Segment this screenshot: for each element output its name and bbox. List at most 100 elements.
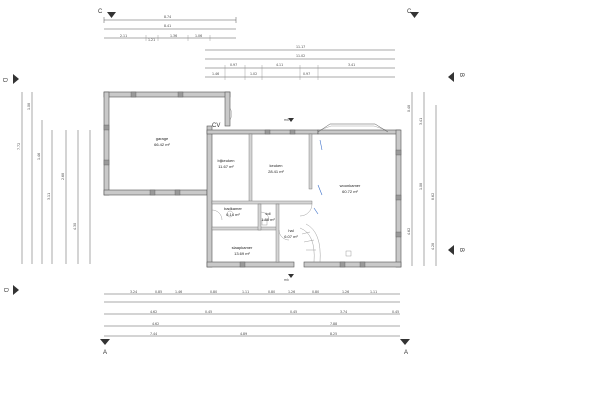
dim-left-0: 7.72 bbox=[17, 143, 21, 150]
dim-bottom2-2: 0.45 bbox=[290, 310, 297, 314]
dim-right-5: 4.28 bbox=[431, 243, 435, 250]
section-arrow-c-right bbox=[410, 12, 419, 18]
walls bbox=[103, 91, 402, 268]
dim-bottom2-1: 0.45 bbox=[205, 310, 212, 314]
dim-right-2: 4.62 bbox=[407, 228, 411, 235]
blue-annotation-2 bbox=[317, 184, 323, 196]
section-marker-a-right: A bbox=[404, 350, 408, 356]
section-arrow-c-left bbox=[107, 12, 116, 18]
section-marker-c-left: C bbox=[98, 9, 103, 15]
room-name-bijkeuken: bijkeuken bbox=[218, 158, 235, 163]
room-name-keuken: keuken bbox=[270, 163, 283, 168]
room-labels: garage 66.42 m² bijkeuken 11.67 m² keuke… bbox=[154, 136, 361, 256]
dim-bottom1-5: 0.80 bbox=[268, 290, 275, 294]
dim-upper-row-1: 0.97 bbox=[230, 63, 237, 67]
room-name-toil: toil bbox=[265, 211, 270, 216]
section-arrow-a-left bbox=[100, 339, 110, 345]
section-arrow-b-top bbox=[448, 72, 454, 82]
dim-left-5: 4.30 bbox=[73, 223, 77, 230]
dim-top-row-1: 1.21 bbox=[148, 38, 155, 42]
dim-bottom1-7: 0.80 bbox=[312, 290, 319, 294]
dim-bottom1-6: 1.26 bbox=[288, 290, 295, 294]
dim-bottom1-8: 1.26 bbox=[342, 290, 349, 294]
dim-bottom2-0: 4.62 bbox=[150, 310, 157, 314]
dim-top-total: 8.74 bbox=[164, 15, 171, 19]
dim-top-row-0: 2.11 bbox=[120, 34, 127, 38]
dim-bottom1-1: 0.85 bbox=[155, 290, 162, 294]
room-name-hal: hal bbox=[288, 228, 293, 233]
mk-label-top: mk bbox=[284, 118, 289, 122]
room-area-bijkeuken: 11.67 m² bbox=[218, 164, 234, 169]
mk-arrow-top bbox=[288, 118, 294, 122]
section-marker-d-bottom: D bbox=[2, 288, 8, 293]
toilet-fixture bbox=[261, 219, 268, 226]
section-marker-c-right: C bbox=[407, 9, 412, 15]
blue-annotation-3 bbox=[313, 207, 319, 215]
dim-upper-row-0: 1.46 bbox=[212, 72, 219, 76]
washbasin-fixture bbox=[226, 210, 234, 218]
dim-right-3: 8.62 bbox=[431, 193, 435, 200]
section-markers: C C A A D D B B bbox=[1, 9, 464, 356]
mk-arrow-bottom bbox=[288, 274, 294, 278]
section-arrow-a-right bbox=[400, 339, 410, 345]
dim-upper-row-4: 0.97 bbox=[303, 72, 310, 76]
section-marker-b-top: B bbox=[458, 73, 464, 77]
dim-bottom1-4: 1.11 bbox=[242, 290, 249, 294]
room-area-hal: 6.07 m² bbox=[284, 234, 298, 239]
dim-bottom-grand: 7.44 bbox=[150, 332, 157, 336]
dim-bottom1-3: 0.80 bbox=[210, 290, 217, 294]
bottom-dimensions: 3.24 0.85 1.46 0.80 1.11 0.80 1.26 0.80 … bbox=[104, 290, 400, 337]
dim-bottom3-1: 7.88 bbox=[330, 322, 337, 326]
dim-bottom2-3: 3.74 bbox=[340, 310, 347, 314]
dim-right-0: 0.48 bbox=[407, 105, 411, 112]
dim-bottom1-2: 1.46 bbox=[175, 290, 182, 294]
blue-annotation-1 bbox=[319, 139, 323, 151]
dim-top-row-3: 1.06 bbox=[195, 34, 202, 38]
dim-bottom3-0: 4.62 bbox=[152, 322, 159, 326]
room-area-badkamer: 6.14 m² bbox=[226, 212, 240, 217]
dim-upper-total: 11.17 bbox=[296, 45, 305, 49]
room-area-toil: 1.86 m² bbox=[261, 217, 275, 222]
dim-top-sub: 8.41 bbox=[164, 24, 171, 28]
section-arrow-d-top bbox=[13, 74, 19, 84]
room-name-garage: garage bbox=[156, 136, 169, 141]
staircase bbox=[299, 223, 321, 263]
door-swings bbox=[211, 107, 313, 241]
stove-fixture bbox=[345, 250, 352, 257]
dim-bottom2-4: 0.45 bbox=[392, 310, 399, 314]
dim-upper-row-3: 4.11 bbox=[276, 63, 283, 67]
top-dimensions: 8.74 8.41 2.11 1.21 1.36 1.06 11.17 11.0… bbox=[103, 15, 395, 80]
room-name-slaapkamer: slaapkamer bbox=[232, 245, 253, 250]
cv-label: CV bbox=[212, 123, 220, 129]
section-marker-d-top: D bbox=[1, 78, 7, 83]
dim-bottom1-0: 3.24 bbox=[130, 290, 137, 294]
dim-bottom1-9: 1.11 bbox=[370, 290, 377, 294]
room-area-slaapkamer: 13.69 m² bbox=[234, 251, 250, 256]
room-area-garage: 66.42 m² bbox=[154, 142, 170, 147]
dim-left-1: 1.08 bbox=[27, 103, 31, 110]
room-area-keuken: 28.41 m² bbox=[268, 169, 284, 174]
left-dimensions: 7.72 1.08 1.46 3.11 2.68 4.30 bbox=[17, 92, 91, 264]
right-dimensions: 0.48 3.41 4.62 8.62 1.08 4.28 bbox=[407, 92, 437, 266]
section-arrow-d-bottom bbox=[13, 285, 19, 295]
dim-left-4: 2.68 bbox=[61, 173, 65, 180]
dim-left-2: 1.46 bbox=[37, 153, 41, 160]
mk-label-bottom: mk bbox=[284, 278, 289, 282]
section-arrow-b-bottom bbox=[448, 245, 454, 255]
section-marker-a-left: A bbox=[103, 350, 107, 356]
room-name-woonkamer: woonkamer bbox=[340, 183, 361, 188]
room-area-woonkamer: 60.72 m² bbox=[342, 189, 358, 194]
room-name-badkamer: badkamer bbox=[224, 206, 242, 211]
bay-window bbox=[317, 123, 389, 133]
dim-left-3: 3.11 bbox=[47, 193, 51, 200]
section-marker-b-bottom: B bbox=[458, 248, 464, 252]
dim-upper-row-2: 1.02 bbox=[250, 72, 257, 76]
dim-right-1: 3.41 bbox=[419, 118, 423, 125]
dim-upper-row-5: 3.41 bbox=[348, 63, 355, 67]
dim-upper-sub: 11.02 bbox=[296, 54, 305, 58]
dim-right-4: 1.08 bbox=[419, 183, 423, 190]
dim-bottom-total-right: 8.25 bbox=[330, 332, 337, 336]
dim-bottom-total-left: 4.89 bbox=[240, 332, 247, 336]
dim-top-row-2: 1.36 bbox=[170, 34, 177, 38]
